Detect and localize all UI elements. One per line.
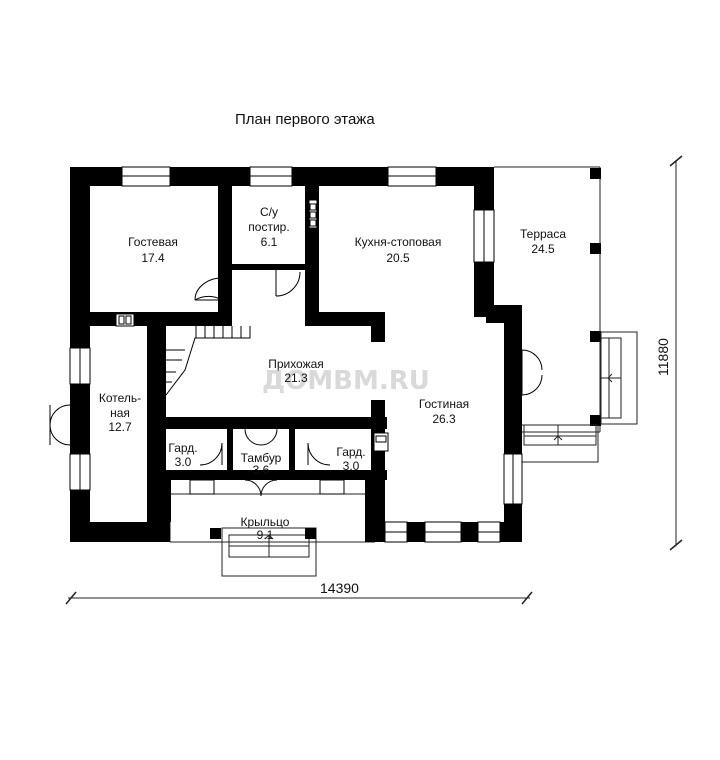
room-wardrobe-left-area: 3.0 <box>175 455 192 469</box>
room-wardrobe-left-name: Гард. <box>168 441 197 455</box>
doors <box>49 270 543 497</box>
room-wc-area: 6.1 <box>261 235 278 249</box>
room-guest-area: 17.4 <box>141 251 165 265</box>
room-hall-name: Прихожая <box>268 357 324 371</box>
plan-title: План первого этажа <box>235 111 375 128</box>
room-kitchen-name: Кухня-стоповая <box>355 235 442 249</box>
windows <box>69 166 523 543</box>
room-vestibule-name: Тамбур <box>241 451 282 465</box>
room-living-name: Гостиная <box>419 397 469 411</box>
room-kitchen-area: 20.5 <box>386 251 410 265</box>
room-boiler-name: Котель- <box>99 391 141 405</box>
room-porch-area: 9.1 <box>257 528 274 542</box>
room-hall-area: 21.3 <box>284 371 308 385</box>
terrace-steps-right <box>600 331 638 425</box>
height-dimension-text: 11880 <box>655 338 671 376</box>
room-wardrobe-right-area: 3.0 <box>343 459 360 473</box>
walls <box>70 167 522 542</box>
dimension-height: 11880 <box>655 155 683 551</box>
room-wc-name: С/у <box>260 205 278 219</box>
width-dimension-text: 14390 <box>320 580 359 596</box>
dimension-width: 14390 <box>65 580 533 605</box>
fixtures <box>115 199 389 452</box>
terrace-columns <box>590 168 601 426</box>
room-boiler-area: 12.7 <box>108 420 132 434</box>
room-labels: Гостевая 17.4 С/у постир. 6.1 Кухня-стоп… <box>99 205 566 542</box>
porch-steps <box>221 527 317 577</box>
room-wardrobe-right-name: Гард. <box>336 445 365 459</box>
porch-columns <box>210 528 316 539</box>
room-terrace-area: 24.5 <box>531 242 555 256</box>
watermark: ДОМВМ.RU <box>262 366 430 396</box>
room-living-area: 26.3 <box>432 412 456 426</box>
room-boiler-subname: ная <box>110 406 130 420</box>
staircase <box>165 326 251 396</box>
terrace-steps-bottom <box>519 424 599 463</box>
room-terrace-name: Терраса <box>520 227 566 241</box>
room-vestibule-area: 3.6 <box>253 463 270 477</box>
room-guest-name: Гостевая <box>128 235 178 249</box>
room-wc-subname: постир. <box>248 220 289 234</box>
room-porch-name: Крыльцо <box>241 515 290 529</box>
